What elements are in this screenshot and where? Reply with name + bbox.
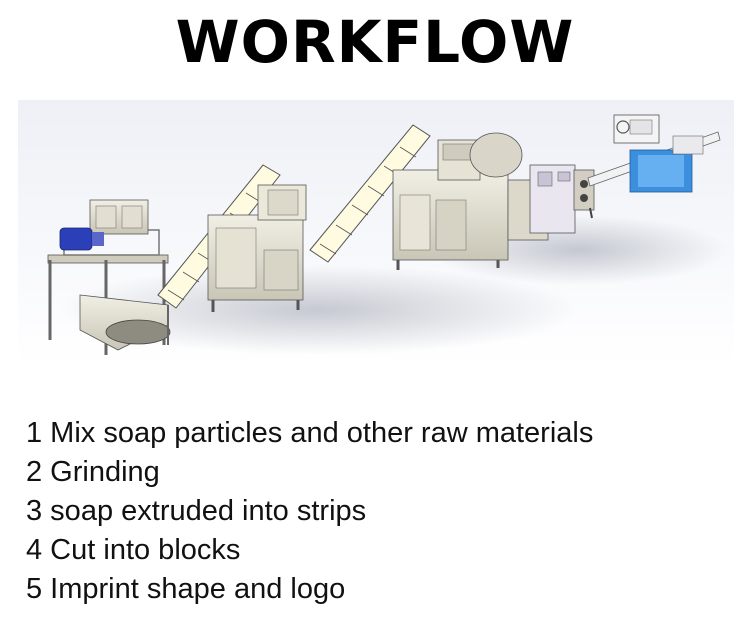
grinder-machine [207, 184, 307, 312]
motor-icon [59, 227, 93, 251]
stamping-machine [587, 114, 721, 193]
extruder-machine [392, 132, 549, 270]
workflow-steps-list: 1 Mix soap particles and other raw mater… [26, 414, 593, 609]
step-5: 5 Imprint shape and logo [26, 573, 346, 605]
conveyor-2 [309, 124, 431, 263]
step-3: 3 soap extruded into strips [26, 495, 367, 527]
step-1: 1 Mix soap particles and other raw mater… [26, 417, 594, 449]
production-line-illustration [18, 100, 734, 365]
step-2: 2 Grinding [26, 456, 160, 488]
mixer-machine [47, 199, 171, 355]
cutter-machine [529, 164, 595, 234]
step-4: 4 Cut into blocks [26, 534, 241, 566]
page-title: WORKFLOW [175, 8, 575, 76]
